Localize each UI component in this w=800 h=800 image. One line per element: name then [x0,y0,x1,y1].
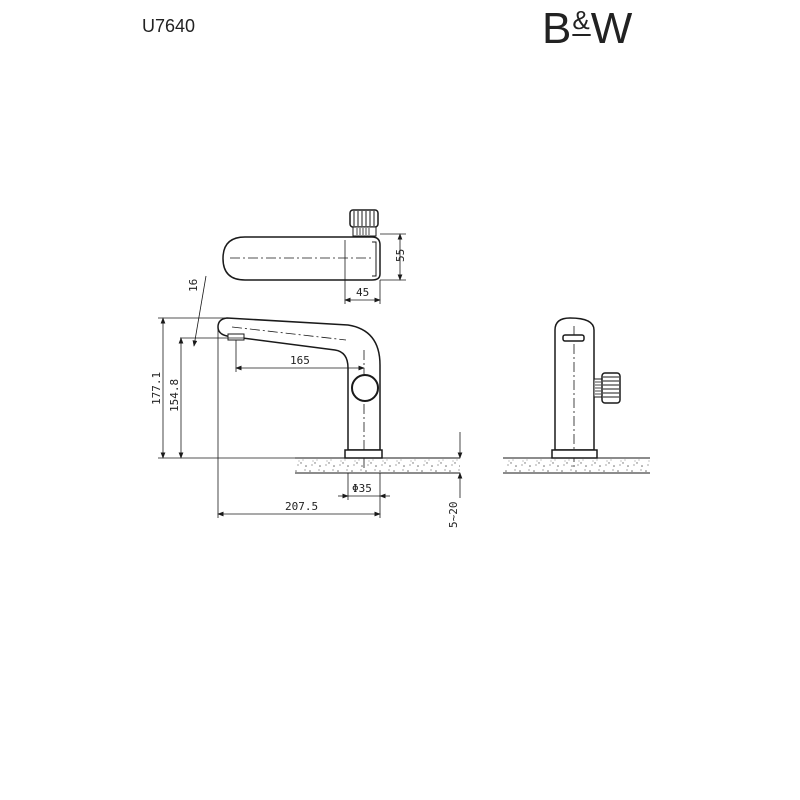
dim-top-height: 55 [380,233,407,281]
top-view-spout-outline [222,236,381,281]
brand-logo-ampersand: & [572,5,591,35]
top-view: 55 45 [222,209,407,304]
dim-top-height-label: 55 [394,249,407,262]
dim-spout-thickness-label: 16 [187,279,200,292]
top-view-inner-edge [372,241,377,277]
dim-overall-height-label: 177.1 [150,372,163,405]
dim-overall-reach: 207.5 [217,327,381,518]
brand-logo: B&W [542,4,633,54]
dim-overall-height: 177.1 [150,317,295,459]
front-knob [593,372,621,404]
dim-outlet-height: 154.8 [168,337,184,459]
dim-top-width: 45 [344,240,381,304]
front-base [551,449,598,459]
dim-spout-thickness: 16 [180,275,244,347]
dim-top-width-label: 45 [356,286,369,299]
dim-counter-thickness: 5~20 [447,432,463,529]
front-faucet-body [554,317,595,451]
side-view: 16 177.1 154.8 165 Φ35 [150,275,463,529]
top-view-knob [349,209,379,237]
side-knob [351,374,379,402]
dim-spout-reach-label: 165 [290,354,310,367]
side-counter [295,457,460,474]
side-aerator [227,333,245,341]
dim-outlet-height-label: 154.8 [168,379,181,412]
side-faucet-body [217,317,381,451]
front-view [503,317,650,474]
side-base [344,449,383,459]
front-counter [503,457,650,474]
dim-base-diameter-label: Φ35 [352,482,372,495]
model-code: U7640 [142,16,196,36]
dim-base-diameter: Φ35 [338,473,390,500]
front-aerator [562,334,585,342]
brand-logo-right: W [590,4,634,53]
brand-logo-left: B [542,4,573,53]
dim-counter-thickness-label: 5~20 [447,502,460,529]
side-spout-centerline [231,326,347,341]
dim-overall-reach-label: 207.5 [285,500,318,513]
dim-spout-reach: 165 [235,340,365,372]
